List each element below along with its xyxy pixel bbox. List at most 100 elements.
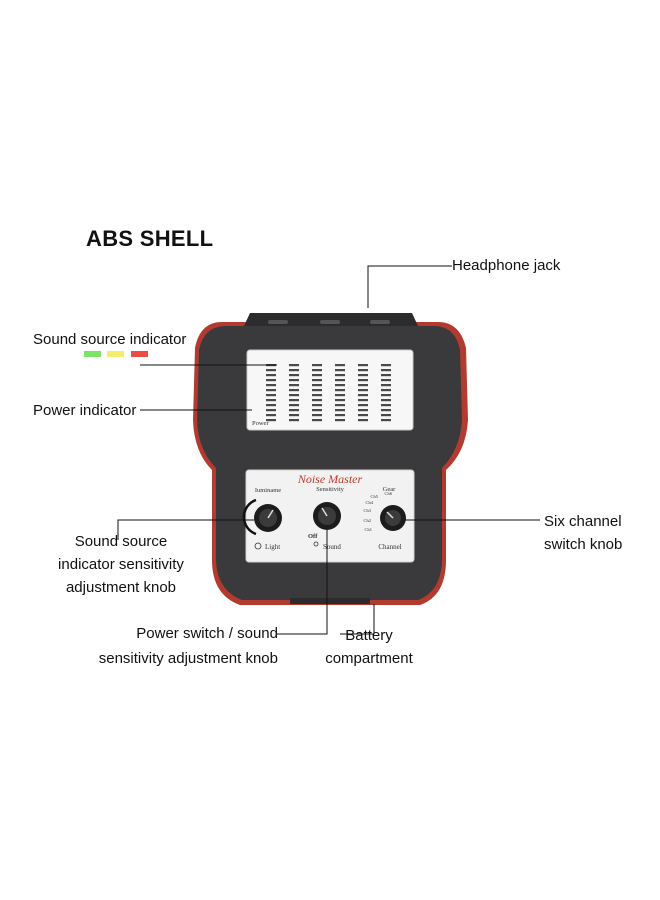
led-segment (289, 389, 299, 392)
led-segment (312, 414, 322, 417)
led-segment (289, 364, 299, 367)
battery-compartment (290, 598, 370, 604)
led-segment (381, 414, 391, 417)
led-segment (289, 394, 299, 397)
sensitivity-knob-label-line: adjustment knob (65, 579, 177, 596)
led-segment (289, 374, 299, 377)
power-switch-knob-leader (276, 530, 328, 635)
light-icon (254, 542, 262, 550)
led-segment (358, 374, 368, 377)
led-segment (312, 409, 322, 412)
led-segment (312, 419, 322, 422)
led-segment (266, 409, 276, 412)
power-switch-knob-label: Power switch / sound sensitivity adjustm… (96, 622, 278, 670)
sensitivity-knob-leader (117, 519, 254, 540)
led-segment (335, 374, 345, 377)
headphone-jack-leader (367, 265, 452, 308)
top-port (370, 320, 390, 324)
led-segment (335, 419, 345, 422)
led-segment (381, 419, 391, 422)
six-channel-knob-label-line: switch knob (544, 536, 623, 553)
led-segment (335, 389, 345, 392)
knob-pointer (267, 509, 274, 519)
red-indicator-swatch (131, 351, 148, 357)
led-segment (381, 379, 391, 382)
led-segment (266, 374, 276, 377)
led-segment (358, 414, 368, 417)
led-segment (266, 394, 276, 397)
sound-label: Sound (323, 543, 341, 551)
led-segment (312, 399, 322, 402)
knob-pointer (321, 507, 328, 517)
power-indicator-label: Power indicator (33, 402, 137, 419)
channel-tick-label: Ch2 (363, 518, 371, 523)
battery-compartment-label-line: Battery (345, 627, 393, 644)
sound-icon (313, 541, 319, 547)
led-segment (381, 389, 391, 392)
luminance-arc (242, 498, 257, 536)
led-segment (312, 384, 322, 387)
top-port (268, 320, 288, 324)
led-segment (289, 404, 299, 407)
sensitivity-label: Sensitivity (316, 486, 345, 493)
off-label: Off (308, 533, 318, 540)
led-segment (312, 374, 322, 377)
power-switch-knob-label-line: Power switch / sound (136, 625, 278, 642)
led-segment (335, 364, 345, 367)
led-segment (381, 369, 391, 372)
led-segment (289, 414, 299, 417)
led-segment (335, 384, 345, 387)
led-segment (381, 409, 391, 412)
green-indicator-swatch (84, 351, 101, 357)
led-segment (289, 419, 299, 422)
led-bar-group (266, 364, 391, 422)
led-segment (312, 364, 322, 367)
led-segment (335, 379, 345, 382)
led-segment (381, 394, 391, 397)
indicator-window (246, 349, 414, 431)
channel-label: Channel (378, 543, 401, 551)
led-segment (335, 394, 345, 397)
channel-tick-label: Ch1 (364, 527, 372, 532)
battery-compartment-label-line: compartment (325, 650, 413, 667)
channel-tick-label: Ch5 (370, 494, 378, 499)
led-segment (358, 384, 368, 387)
led-segment (312, 389, 322, 392)
channel-tick-label: Ch3 (363, 508, 371, 513)
led-segment (358, 404, 368, 407)
led-segment (266, 399, 276, 402)
brand-name: Noise Master (297, 472, 363, 486)
led-segment (358, 364, 368, 367)
led-segment (312, 394, 322, 397)
led-segment (266, 384, 276, 387)
led-segment (358, 379, 368, 382)
led-segment (358, 419, 368, 422)
six-channel-knob-label-line: Six channel (544, 513, 622, 530)
luminance-label: Iuminame (255, 487, 281, 494)
six-channel-knob-label: Six channel switch knob (544, 510, 622, 556)
sensitivity-knob-label-line: Sound source (74, 533, 168, 550)
led-segment (289, 379, 299, 382)
channel-tick-label: Ch6 (384, 491, 392, 496)
led-segment (312, 404, 322, 407)
led-segment (289, 369, 299, 372)
led-segment (335, 409, 345, 412)
power-label: Power (252, 420, 269, 427)
led-segment (266, 379, 276, 382)
battery-compartment-label: Battery compartment (322, 624, 416, 670)
page-title: ABS SHELL (86, 226, 214, 251)
led-segment (266, 414, 276, 417)
led-segment (381, 404, 391, 407)
led-segment (266, 419, 276, 422)
led-segment (358, 369, 368, 372)
sensitivity-knob-label: Sound source indicator sensitivity adjus… (46, 530, 196, 599)
led-segment (381, 384, 391, 387)
top-port (320, 320, 340, 324)
sensitivity-knob-label-line: indicator sensitivity (58, 556, 184, 573)
led-segment (312, 369, 322, 372)
led-segment (289, 384, 299, 387)
sound-source-indicator-label: Sound source indicator (33, 331, 187, 348)
led-segment (335, 404, 345, 407)
